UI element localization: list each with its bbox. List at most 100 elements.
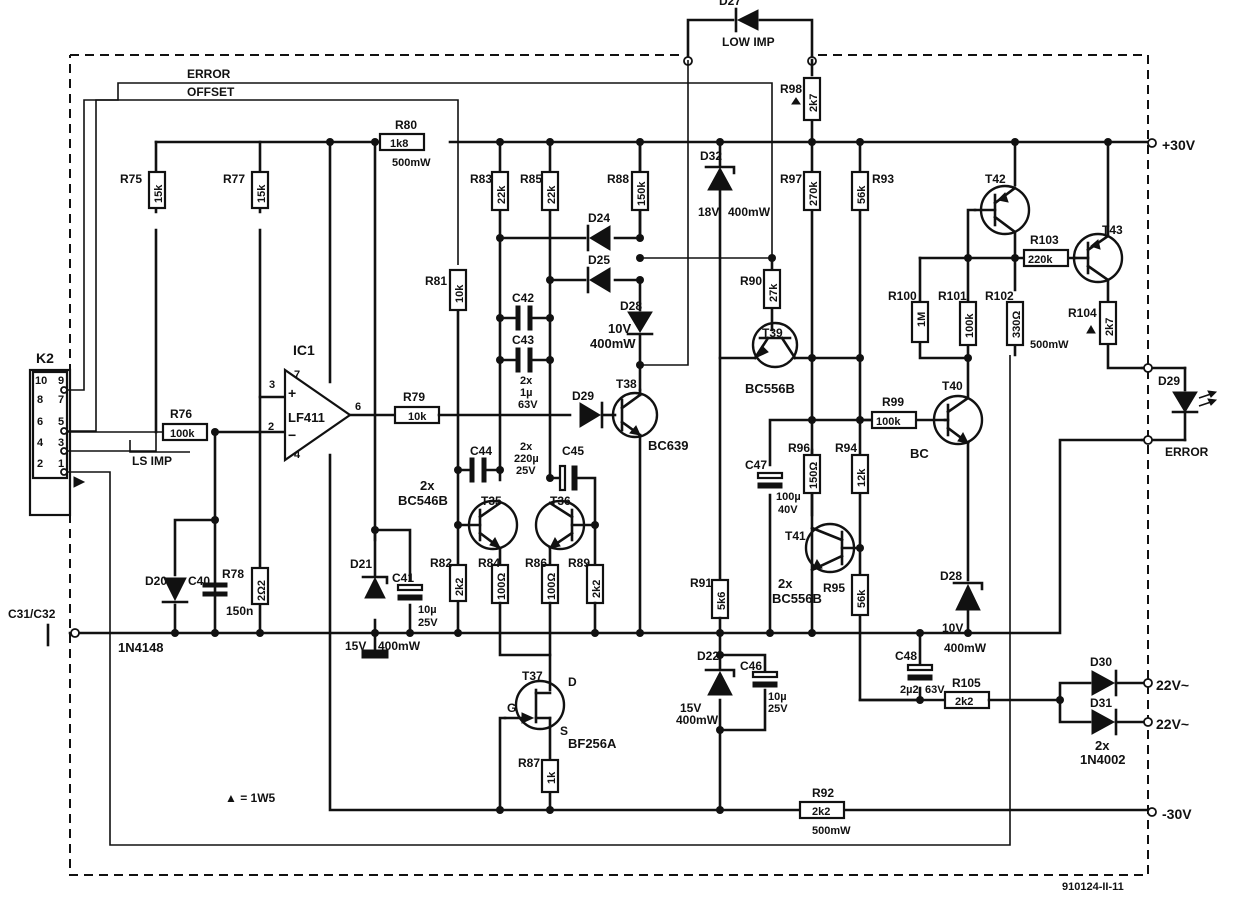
svg-text:63V: 63V — [518, 399, 538, 411]
svg-text:150Ω: 150Ω — [808, 462, 820, 489]
svg-text:9: 9 — [58, 375, 64, 387]
diode-d20[interactable]: D20 1N4148 — [118, 574, 189, 655]
label-r92: R92 2k2 500mW — [812, 786, 851, 837]
resistor-r80[interactable]: 1k8 R80 500mW — [378, 118, 431, 169]
resistor-r89[interactable]: 2k2 R89 — [568, 556, 605, 605]
resistor-r96[interactable]: 150Ω R96 — [788, 441, 822, 495]
gnd-terminal[interactable] — [70, 628, 80, 638]
resistor-r90[interactable]: 27k R90 — [740, 268, 782, 310]
ac1-terminal[interactable] — [1143, 678, 1153, 688]
capacitor-c40[interactable]: C40 150n — [188, 574, 253, 618]
resistor-r92[interactable]: R92 — [798, 800, 846, 820]
svg-text:2k7: 2k7 — [808, 94, 820, 112]
label-d30: D30 — [1090, 655, 1112, 669]
diode-d26[interactable]: D29 — [572, 389, 604, 429]
resistor-r86[interactable]: 100Ω R86 — [525, 556, 560, 605]
diode-d25[interactable]: D28 10V 400mW — [590, 299, 654, 351]
resistor-r100[interactable]: 1M R100 — [888, 289, 930, 344]
transistor-t39[interactable]: T39 BC556B — [745, 321, 799, 396]
resistor-r88[interactable]: 150k R88 — [607, 170, 650, 212]
capacitor-c44[interactable]: C44 — [469, 444, 492, 483]
diode-d30[interactable]: D30 — [1091, 669, 1118, 697]
resistor-r97[interactable]: 270k R97 — [780, 170, 822, 212]
svg-text:D20: D20 — [145, 574, 167, 588]
transistor-t35[interactable]: T35 2x BC546B — [398, 478, 519, 551]
resistor-r76[interactable]: 100k R76 — [161, 407, 209, 442]
diode-d23[interactable]: D24 — [586, 211, 611, 252]
opamp-ic1[interactable]: LF411 IC1 + − 7 3 2 6 4 — [268, 342, 361, 463]
capacitor-c43[interactable]: C43 2x 1µ 63V — [512, 333, 538, 411]
svg-text:6: 6 — [355, 401, 361, 413]
zener-d28[interactable]: D28 10V 400mW — [940, 569, 987, 655]
svg-text:R85: R85 — [520, 172, 542, 186]
resistor-r99[interactable]: 100k R99 — [870, 395, 918, 430]
capacitor-c42[interactable]: C42 — [512, 291, 534, 331]
zener-d21[interactable]: D21 15V 400mW — [345, 557, 421, 653]
led-terminal-k[interactable] — [1143, 435, 1153, 445]
svg-text:2x: 2x — [520, 441, 533, 453]
minus30-terminal[interactable] — [1147, 807, 1157, 817]
resistor-r78[interactable]: 2Ω2 R78 — [222, 566, 270, 606]
resistor-r94[interactable]: 12k R94 — [835, 441, 870, 495]
resistor-r87[interactable]: 1k R87 — [518, 756, 560, 794]
wires-left: ERROR OFFSET LS IMP — [67, 67, 1011, 846]
k2-pin-row-2: 8 7 — [37, 394, 64, 406]
ls-imp-label: LS IMP — [132, 454, 172, 468]
svg-text:C47: C47 — [745, 458, 767, 472]
k2-pin-9[interactable] — [60, 386, 68, 394]
diode-d24[interactable]: D25 — [586, 253, 611, 294]
resistor-r95[interactable]: 56k R95 — [823, 573, 870, 617]
k2-pin-1[interactable] — [60, 468, 68, 476]
resistor-r77[interactable]: 15k R77 — [223, 170, 270, 210]
led-d29[interactable]: D29 ERROR — [1158, 366, 1218, 459]
capacitor-c46[interactable]: C46 10µ 25V — [740, 659, 788, 715]
svg-text:R77: R77 — [223, 172, 245, 186]
k2-pin1-marker — [73, 476, 86, 488]
zener-d32[interactable]: D32 18V 400mW — [698, 149, 771, 219]
transistor-t38[interactable]: T38 BC639 — [611, 377, 688, 453]
resistor-r101[interactable]: 100k R101 — [938, 289, 978, 347]
resistor-r104[interactable]: 2k7 R104 — [1068, 300, 1118, 346]
capacitor-c41[interactable]: C41 10µ 25V — [392, 571, 438, 629]
resistor-r75[interactable]: 15k R75 — [120, 170, 167, 210]
resistor-r81[interactable]: 10k R81 — [425, 268, 468, 312]
capacitor-c47[interactable]: C47 100µ 40V — [745, 458, 801, 516]
transistor-t40[interactable]: T41 2x BC556B — [772, 522, 862, 606]
resistor-r84[interactable]: 100Ω R84 — [478, 556, 510, 605]
k2-pin-5[interactable] — [60, 427, 68, 435]
resistor-r93[interactable]: 56k R93 — [850, 170, 894, 212]
resistor-r91[interactable]: 5k6 R91 — [690, 576, 730, 620]
svg-text:56k: 56k — [856, 589, 868, 608]
resistor-r83[interactable]: 22k R83 — [470, 170, 510, 212]
transistor-t41[interactable]: T42 — [973, 172, 1031, 236]
resistor-r82[interactable]: 2k2 R82 — [430, 556, 468, 603]
svg-text:2x: 2x — [420, 478, 435, 493]
fet-t37[interactable]: T37 BF256A G D S — [503, 669, 617, 751]
label-r105: R105 2k2 — [952, 676, 981, 708]
capacitor-c48[interactable]: C48 2µ2 63V — [895, 649, 945, 696]
figure-code: 910124-II-11 — [1062, 881, 1124, 893]
diode-d31[interactable]: D31 2x 1N4002 — [1080, 708, 1126, 767]
ac2-terminal[interactable] — [1143, 717, 1153, 727]
transistor-t36[interactable]: T36 — [534, 494, 597, 551]
transistor-t42[interactable]: T43 — [1072, 223, 1124, 284]
resistor-r102[interactable]: 330Ω R102 500mW — [985, 289, 1069, 351]
resistor-r79[interactable]: 10k R79 — [393, 390, 441, 425]
transistor-t43[interactable]: T40 BC — [910, 379, 984, 461]
svg-text:R99: R99 — [882, 395, 904, 409]
svg-text:R100: R100 — [888, 289, 917, 303]
svg-text:100k: 100k — [964, 313, 976, 338]
svg-text:15k: 15k — [153, 184, 165, 203]
svg-text:500mW: 500mW — [1030, 339, 1069, 351]
led-terminal-a[interactable] — [1143, 363, 1153, 373]
svg-text:BF256A: BF256A — [568, 736, 617, 751]
resistor-r98[interactable]: 2k7 R98 — [780, 76, 822, 122]
svg-text:1k8: 1k8 — [390, 138, 408, 150]
capacitor-c45[interactable]: C45 2x 220µ 25V — [514, 441, 584, 492]
resistor-r85[interactable]: 22k R85 — [520, 170, 560, 212]
plus30-terminal[interactable] — [1147, 138, 1157, 148]
k2-pin-3[interactable] — [60, 447, 68, 455]
svg-text:2k2: 2k2 — [812, 806, 830, 818]
resistor-r103[interactable]: 220k R103 — [1022, 233, 1070, 268]
zener-d22[interactable]: D22 15V 400mW — [676, 649, 736, 727]
